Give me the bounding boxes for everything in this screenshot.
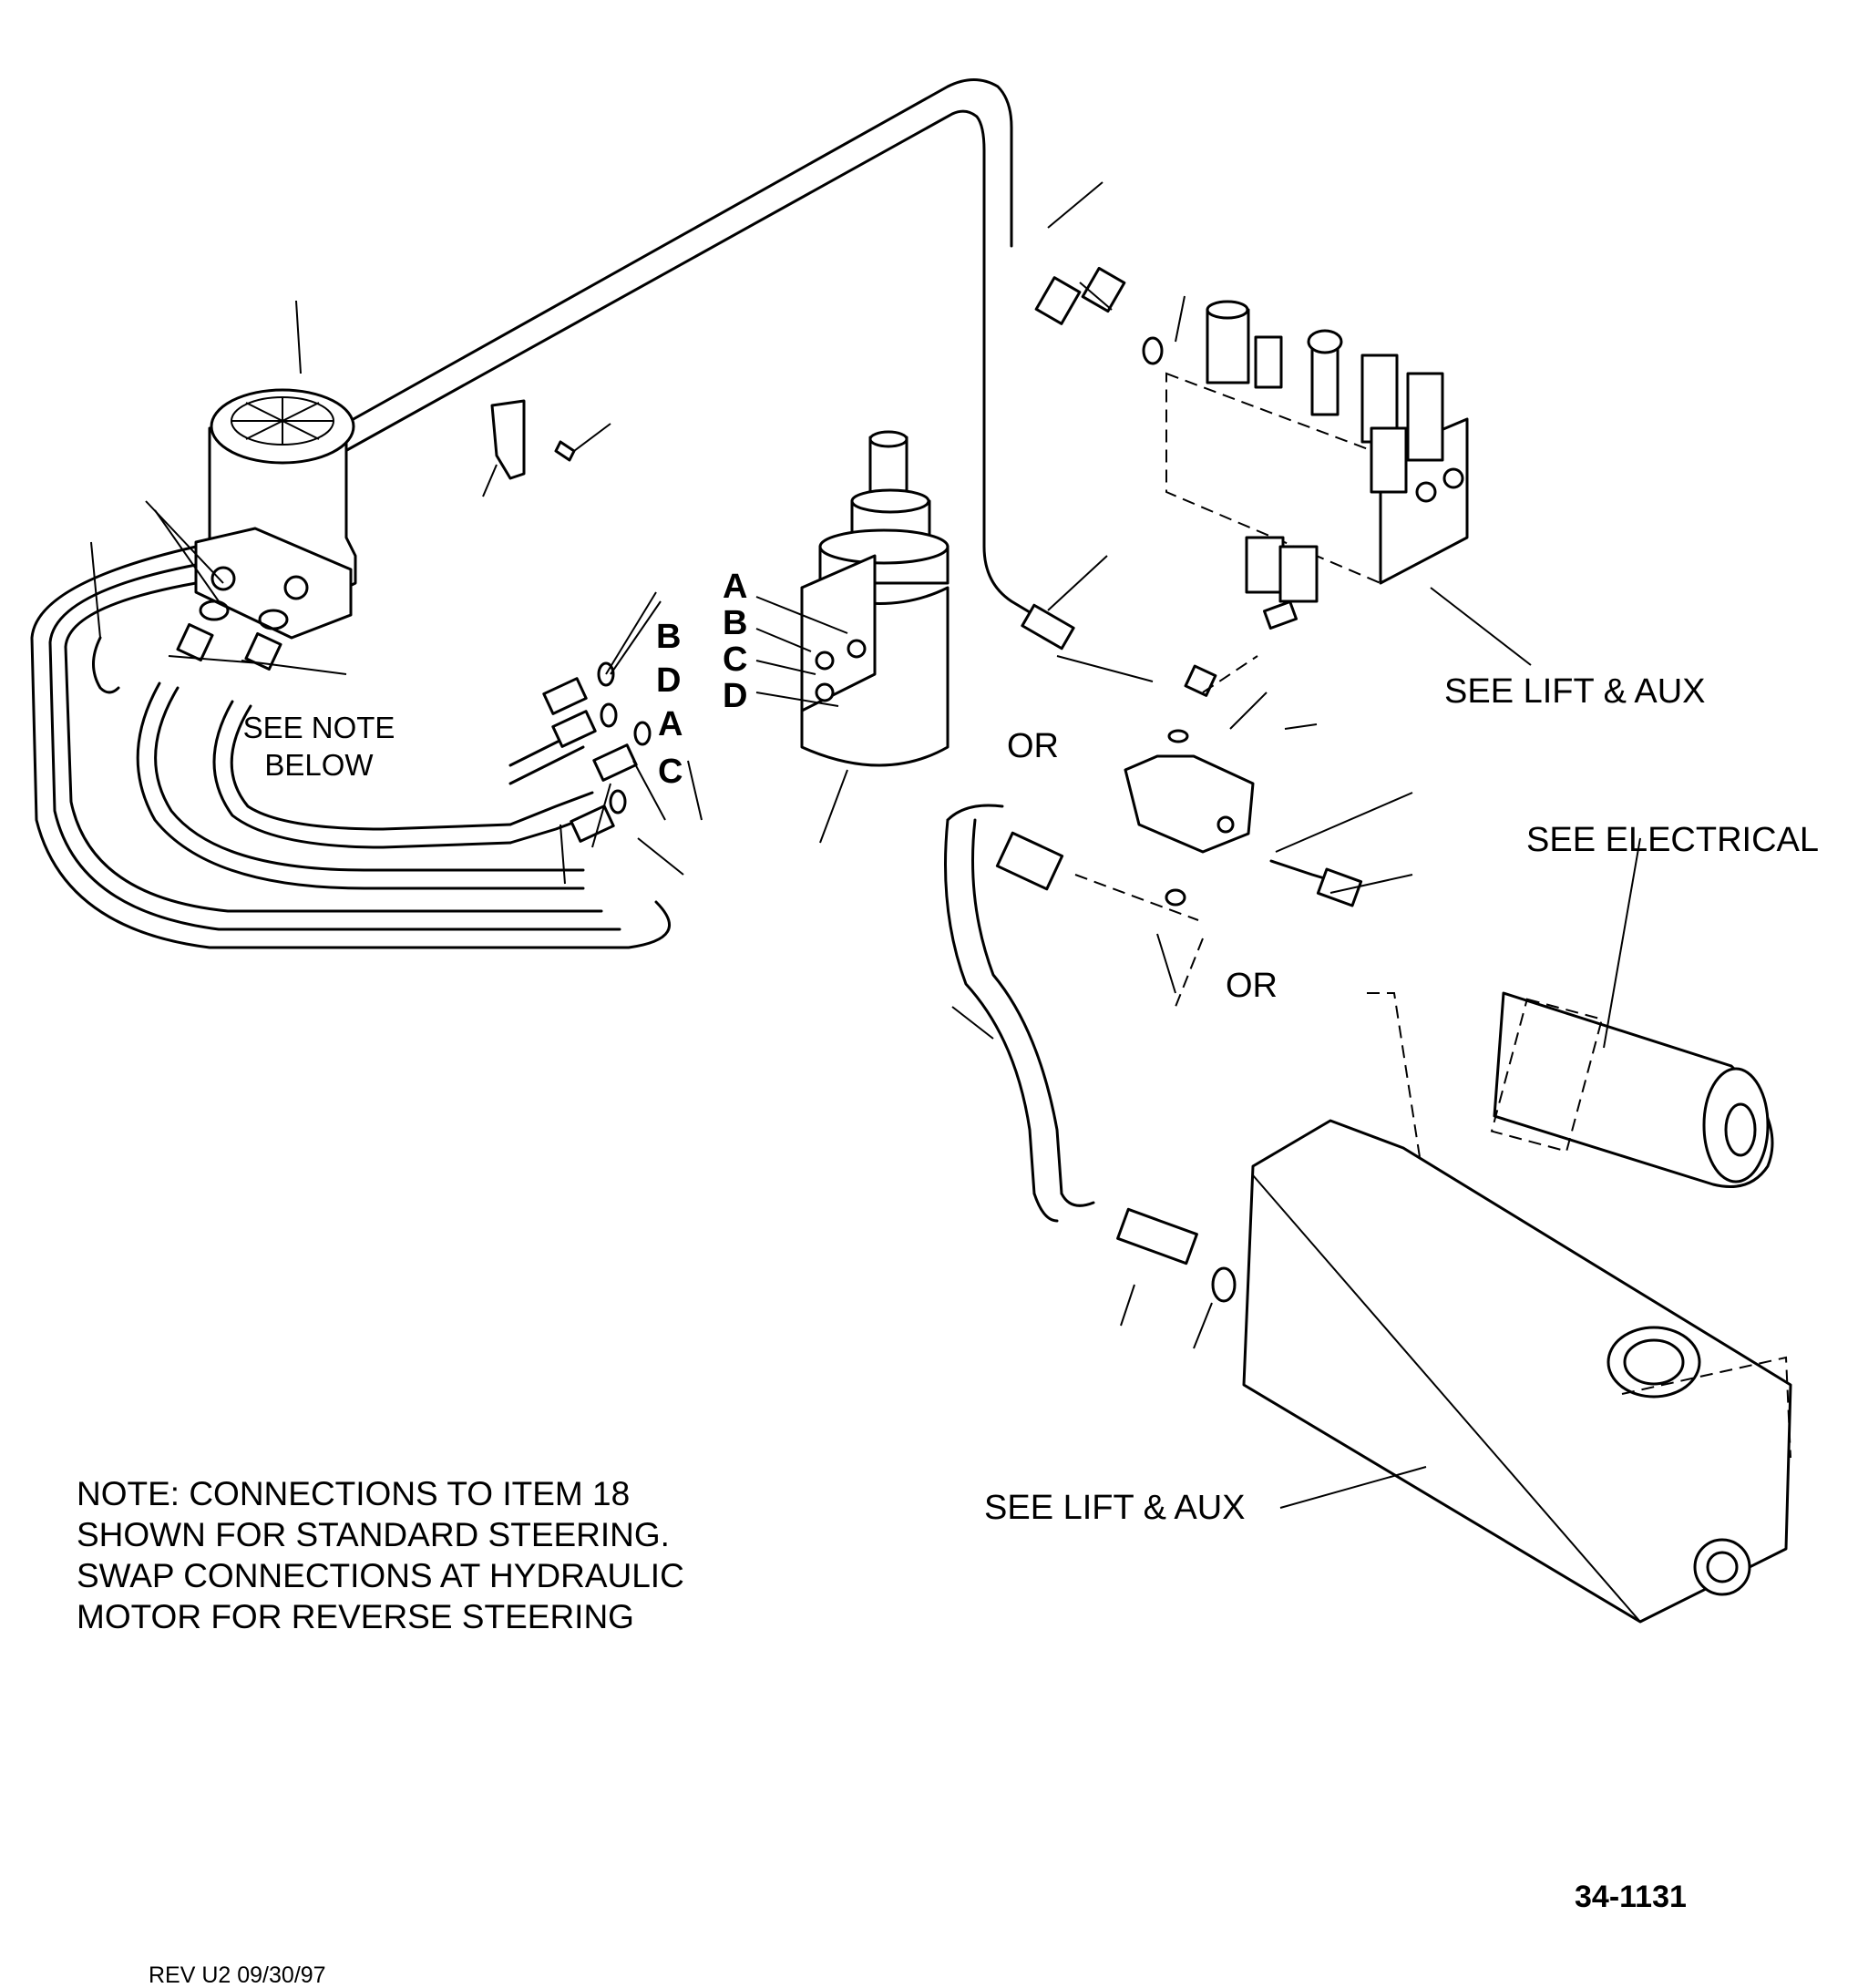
steering-note: NOTE: CONNECTIONS TO ITEM 18 SHOWN FOR S…	[77, 1475, 684, 1636]
hose-icon	[136, 681, 594, 890]
revision-label: REV U2 09/30/97	[149, 1962, 326, 1988]
hose-icon	[944, 804, 1198, 1266]
port-label-d-motor: D	[723, 677, 748, 715]
return-tubes	[335, 78, 1059, 630]
bracket-icon	[482, 399, 611, 497]
see-lift-aux-top-callout: SEE LIFT & AUX	[1444, 672, 1706, 711]
steering-unit-icon	[194, 300, 357, 640]
valve-block-icon	[1165, 300, 1532, 666]
or-top-callout: OR	[1007, 727, 1059, 765]
hydraulic-motor-icon	[800, 430, 950, 844]
see-electrical-callout: SEE ELECTRICAL	[1526, 821, 1819, 859]
see-note-line1: SEE NOTE	[242, 711, 395, 744]
port-label-d-left: D	[656, 661, 682, 700]
leader-lines	[145, 181, 1641, 1509]
or-bottom-callout: OR	[1226, 967, 1278, 1005]
fitting-icon	[176, 266, 1126, 843]
reservoir-tank-icon	[1242, 1119, 1792, 1624]
loop-tubes	[30, 545, 672, 949]
port-label-a-motor: A	[723, 568, 748, 606]
pump-icon	[1124, 599, 1363, 907]
electric-motor-icon	[1275, 991, 1774, 1204]
see-lift-aux-bottom-callout: SEE LIFT & AUX	[984, 1489, 1246, 1527]
port-label-c-motor: C	[723, 640, 748, 679]
see-note-line2: BELOW	[264, 748, 374, 783]
o-ring-icon	[597, 336, 1237, 1303]
port-label-b-left: B	[656, 618, 682, 656]
see-note-callout: SEE NOTE BELOW	[241, 709, 396, 784]
drawing-number: 34-1131	[1575, 1880, 1687, 1914]
port-label-b-motor: B	[723, 604, 748, 642]
port-label-a-left: A	[658, 705, 683, 743]
port-label-c-left: C	[658, 753, 683, 791]
hose-hook-icon	[92, 636, 120, 694]
